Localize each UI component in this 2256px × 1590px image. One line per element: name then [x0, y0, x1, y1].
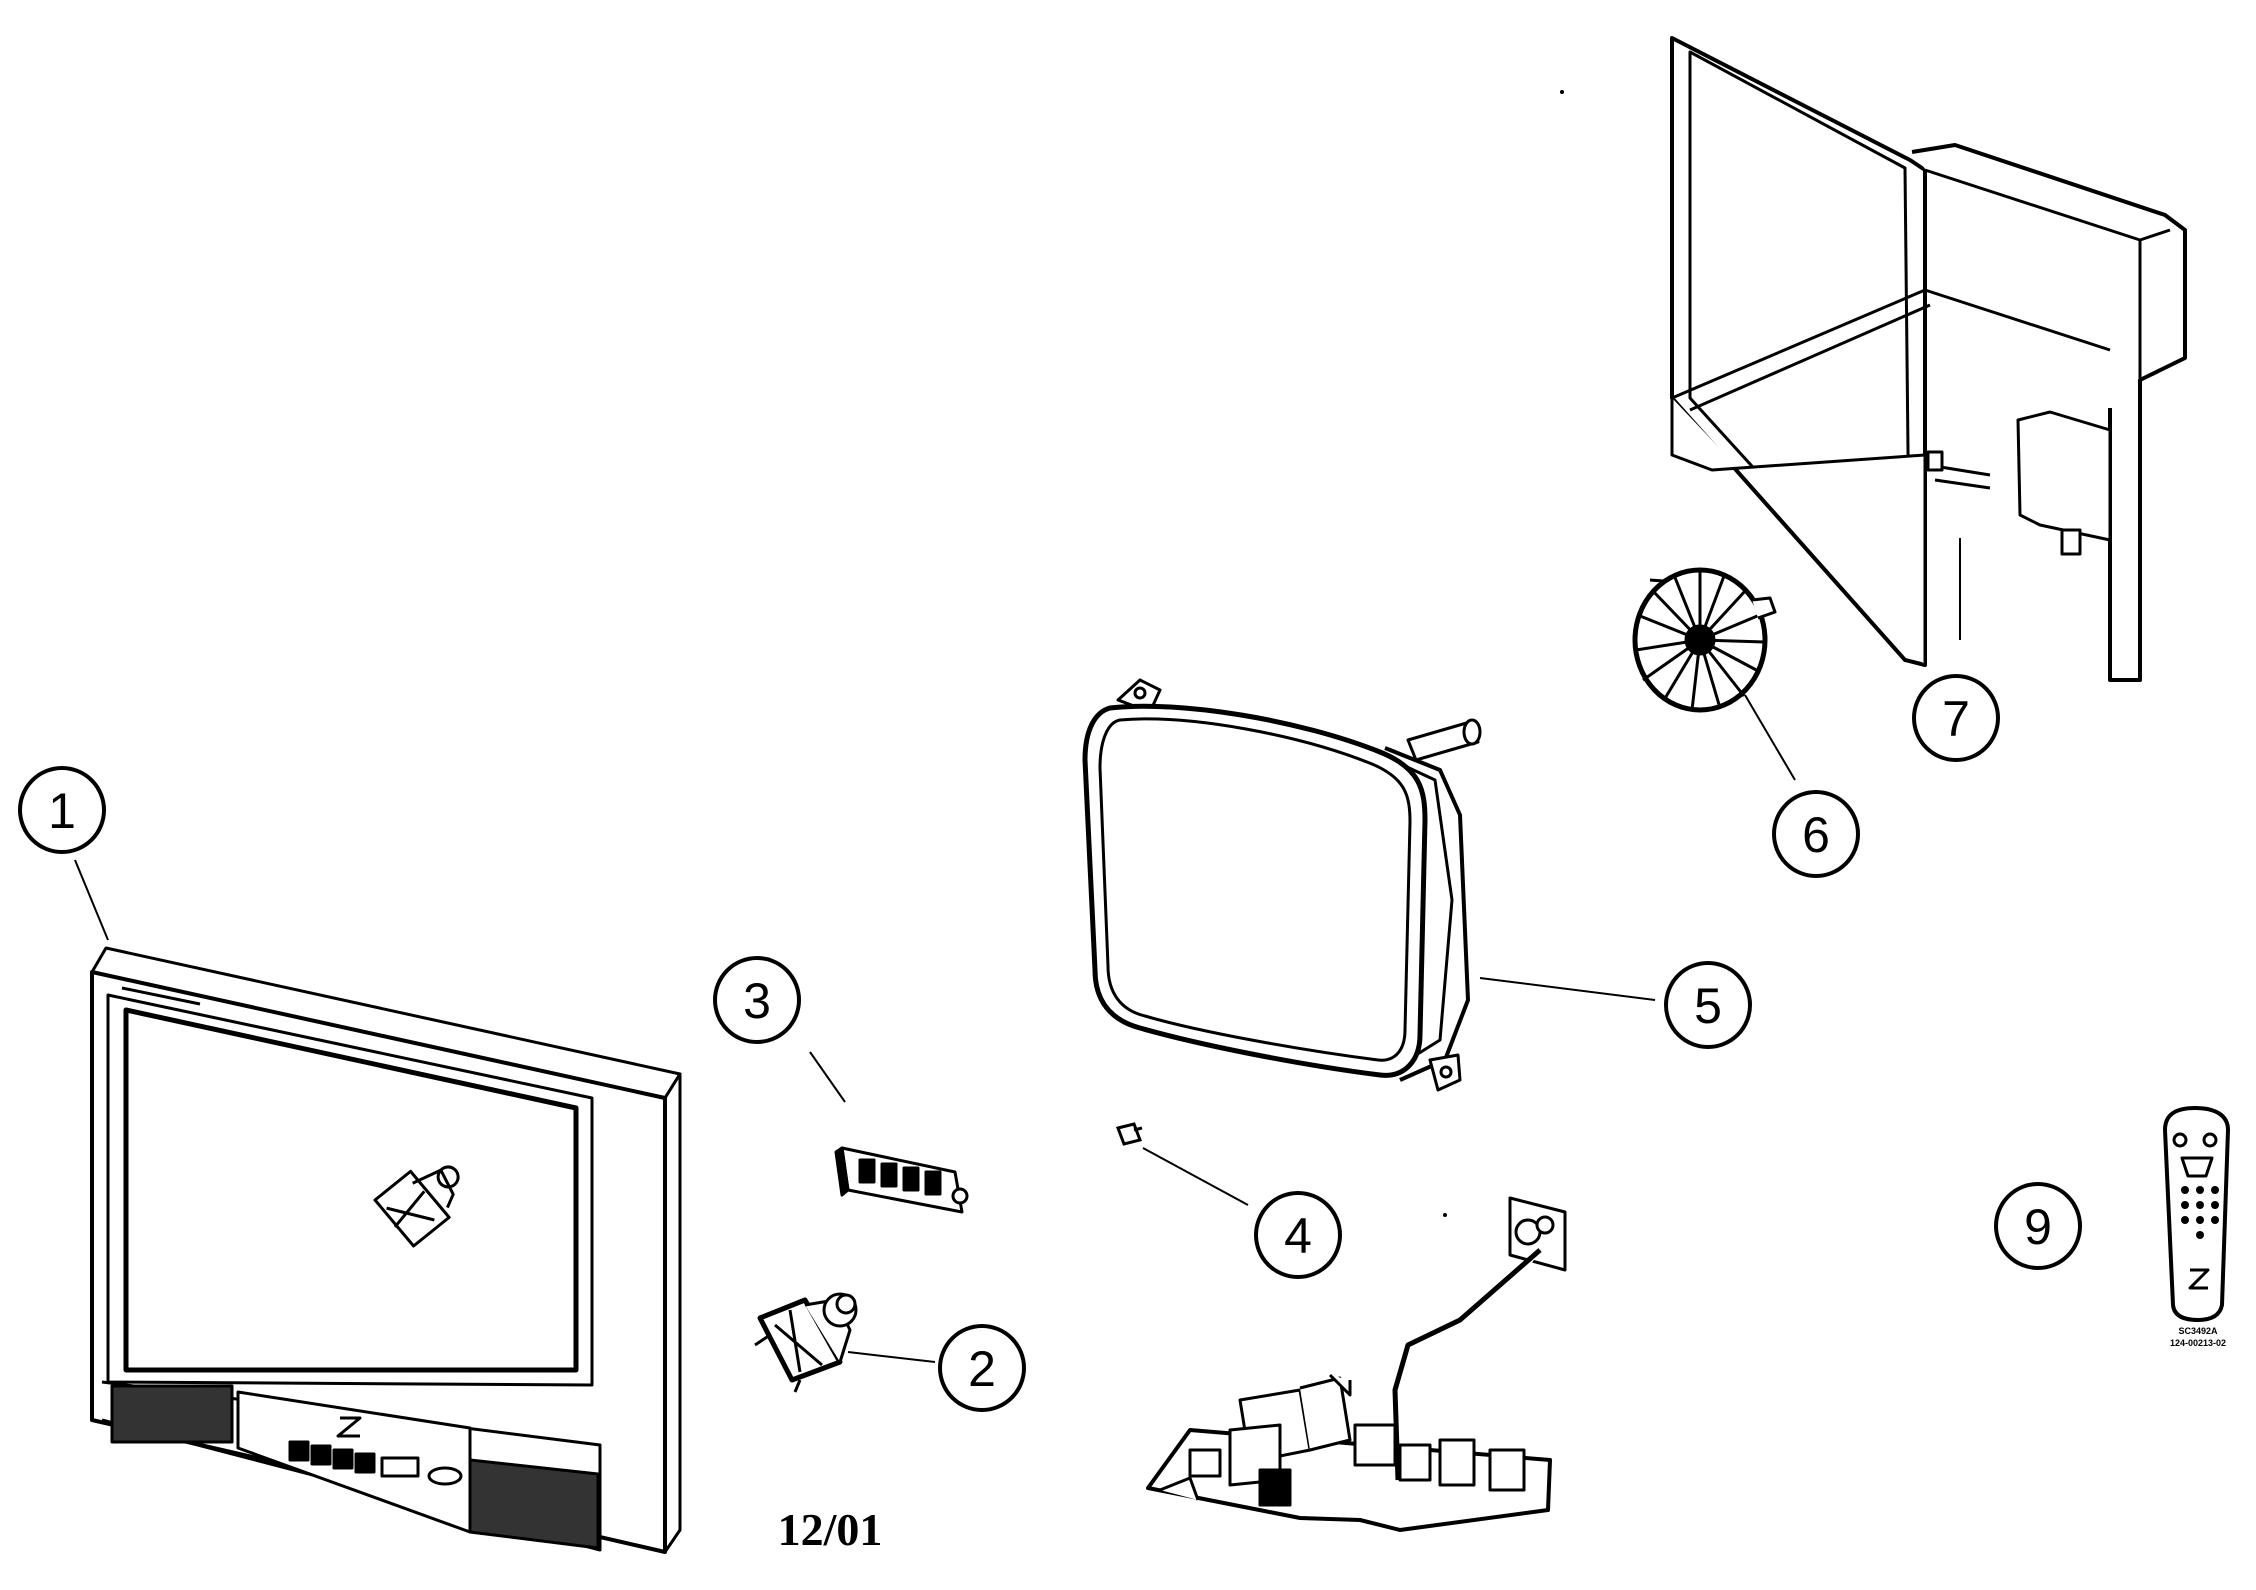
remote-part-number-label: 124-00213-02: [2170, 1338, 2226, 1348]
leader-lines: [74, 538, 1961, 1363]
callout-3: 3: [713, 956, 801, 1044]
leader-line-6: [1744, 694, 1796, 781]
callout-label-7: 7: [1942, 691, 1970, 747]
part-3-control-board: [834, 1146, 969, 1214]
leader-line-4: [1142, 1147, 1249, 1206]
part-1-tv-cabinet: [90, 946, 682, 1554]
callout-label-5: 5: [1694, 978, 1722, 1034]
callout-label-1: 1: [48, 783, 76, 839]
part-6-speaker: [1632, 567, 1777, 713]
remote-model-label: SC3492A: [2178, 1326, 2218, 1336]
part-5-picture-tube: [1082, 678, 1482, 1092]
part-4-small-clip: [1116, 1122, 1143, 1146]
callout-7: 7: [1912, 674, 2000, 762]
callout-6: 6: [1772, 790, 1860, 878]
scan-speck: [1443, 1213, 1447, 1217]
callout-label-2: 2: [968, 1341, 996, 1397]
callout-5: 5: [1664, 961, 1752, 1049]
callout-label-3: 3: [743, 973, 771, 1029]
leader-line-2: [847, 1351, 936, 1363]
leader-line-3: [809, 1051, 846, 1103]
callout-label-6: 6: [1802, 807, 1830, 863]
leader-line-5: [1479, 977, 1656, 1001]
callout-circles: 1 2 3 4 5 6 7 9: [18, 674, 2082, 1412]
part-2-deflection-yoke: [754, 1292, 858, 1393]
callout-label-9: 9: [2024, 1199, 2052, 1255]
callout-1: 1: [18, 766, 106, 854]
leader-line-1: [74, 859, 109, 941]
scan-speck: [1560, 90, 1564, 94]
callout-label-4: 4: [1284, 1208, 1312, 1264]
part-9-remote-control: [2163, 1106, 2230, 1322]
part-7-back-cover: [1670, 36, 2187, 682]
date-code: 12/01: [778, 1504, 883, 1555]
callout-2: 2: [938, 1324, 1026, 1412]
main-chassis-board: [1146, 1196, 1567, 1532]
callout-9: 9: [1994, 1182, 2082, 1270]
callout-4: 4: [1254, 1191, 1342, 1279]
